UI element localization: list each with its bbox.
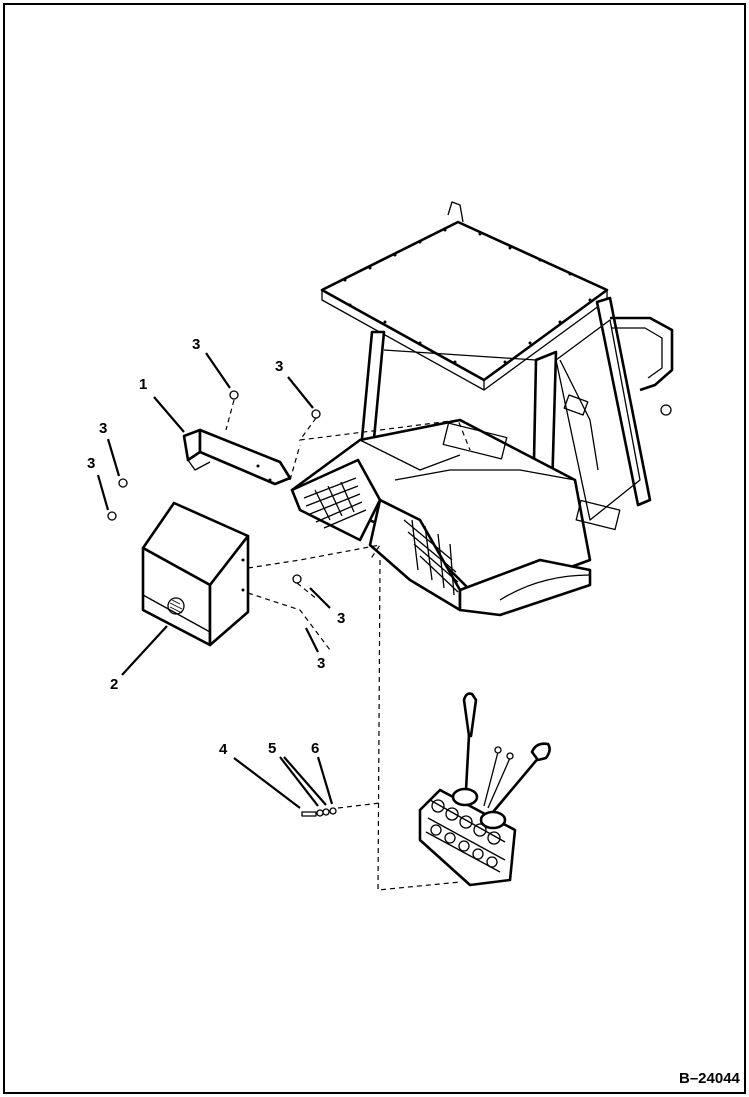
- part-2-console-cover: [141, 501, 250, 647]
- callout-2: 2: [110, 676, 118, 693]
- part-1-bracket: [182, 428, 292, 486]
- drawing-border: [3, 3, 746, 1094]
- callout-3-top-left: 3: [192, 336, 200, 353]
- callout-3-top-right: 3: [275, 358, 283, 375]
- callout-3-left-lower: 3: [87, 455, 95, 472]
- leader-lines: [96, 352, 334, 809]
- callout-3-right-lower: 3: [317, 655, 325, 672]
- callout-6: 6: [311, 740, 319, 757]
- callout-5: 5: [268, 740, 276, 757]
- assembly-dashed-lines: [225, 399, 471, 891]
- callout-labels: 1 3 3 3 3 3 3 2 4 5 6: [87, 336, 345, 758]
- callout-4: 4: [219, 741, 228, 758]
- drawing-number: B–24044: [679, 1070, 741, 1087]
- control-valve-assembly: [418, 692, 551, 887]
- operator-cab-frame: [290, 201, 674, 617]
- parts-4-5-6-bolt-washers: [301, 807, 337, 817]
- callout-1: 1: [139, 376, 147, 393]
- callout-3-right-upper: 3: [337, 610, 345, 627]
- callout-3-left-upper: 3: [99, 420, 107, 437]
